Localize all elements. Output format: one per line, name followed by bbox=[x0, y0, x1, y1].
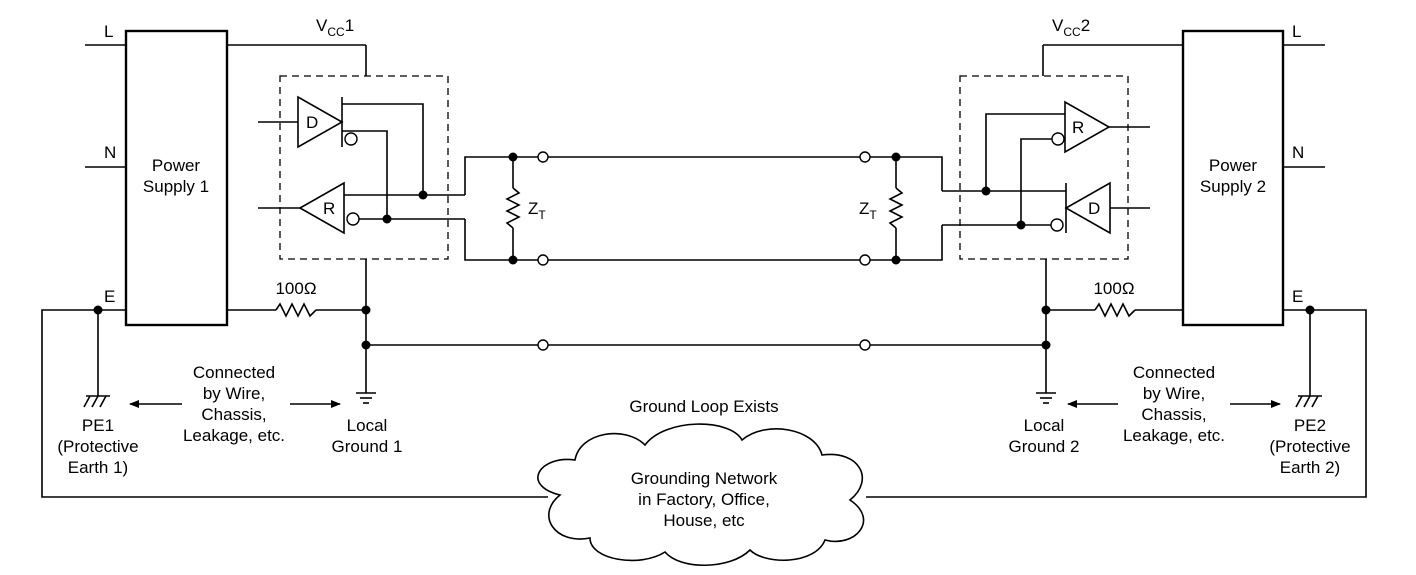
bus-2-stub-A bbox=[896, 156, 943, 191]
connection-1-line4: Leakage, etc. bbox=[183, 426, 285, 445]
junction-2-B bbox=[1016, 220, 1026, 230]
pe2-label-line1: PE2 bbox=[1294, 416, 1326, 435]
pe1-label-line3: Earth 1) bbox=[68, 458, 128, 477]
junction-1-A bbox=[418, 190, 428, 200]
receiver-2-triangle bbox=[1064, 100, 1111, 154]
driver-1-label: D bbox=[306, 113, 318, 132]
pe1-label-line2: (Protective bbox=[57, 437, 138, 456]
junction-1-B bbox=[382, 214, 392, 224]
label-N-left: N bbox=[104, 143, 116, 162]
local-ground-2-label-line1: Local bbox=[1024, 416, 1065, 435]
connector-B-left bbox=[537, 254, 549, 266]
receiver-2-in-A bbox=[985, 113, 1065, 191]
bus-1-stub-A bbox=[464, 156, 513, 195]
connector-ground-left bbox=[537, 339, 549, 351]
local-ground-1-label-line2: Ground 1 bbox=[332, 437, 403, 456]
connection-2-line4: Leakage, etc. bbox=[1123, 426, 1225, 445]
zt2-resistor bbox=[888, 187, 904, 229]
transceiver-2-box bbox=[959, 75, 1129, 260]
chassis-ground-symbol-1 bbox=[83, 395, 110, 408]
connector-B-right bbox=[859, 254, 871, 266]
left-node: Power Supply 1 L N E VCC1 D R bbox=[41, 16, 548, 498]
grounding-network-cloud: Grounding Network in Factory, Office, Ho… bbox=[537, 423, 865, 567]
zt2-node-bottom bbox=[891, 255, 901, 265]
driver-1-out-A bbox=[342, 103, 424, 195]
right-node: Power Supply 2 L N E VCC2 R D bbox=[859, 16, 1367, 498]
earth-loop-right bbox=[866, 309, 1367, 498]
label-L-right: L bbox=[1292, 22, 1301, 41]
power-supply-1-box bbox=[124, 29, 229, 327]
transceiver-1-box bbox=[279, 75, 449, 260]
connection-2-line3: Chassis, bbox=[1141, 405, 1206, 424]
ground-symbol-1 bbox=[356, 392, 376, 404]
driver-2-label: D bbox=[1088, 199, 1100, 218]
receiver-2-in-B bbox=[1020, 138, 1052, 225]
driver-1-out-B bbox=[342, 130, 388, 219]
label-L-left: L bbox=[104, 22, 113, 41]
driver-2-inverting-bubble bbox=[1050, 218, 1064, 232]
connector-A-right bbox=[859, 151, 871, 163]
bus-1-stub-B bbox=[464, 219, 513, 261]
local-ground-1-label-line1: Local bbox=[347, 416, 388, 435]
ground-symbol-2 bbox=[1036, 392, 1056, 404]
receiver-1-triangle bbox=[298, 181, 345, 235]
connection-2-line2: by Wire, bbox=[1143, 384, 1205, 403]
receiver-1-inverting-bubble bbox=[346, 212, 360, 226]
label-E-right: E bbox=[1292, 287, 1303, 306]
receiver-1-label: R bbox=[323, 199, 335, 218]
cable bbox=[366, 151, 1046, 351]
network-label-line1: Grounding Network bbox=[631, 469, 778, 488]
res100-1-label: 100Ω bbox=[275, 279, 316, 298]
earth-loop-left bbox=[41, 309, 548, 498]
connection-1-line2: by Wire, bbox=[203, 384, 265, 403]
ground-loop-label: Ground Loop Exists bbox=[629, 397, 778, 416]
network-label-line3: House, etc bbox=[663, 511, 745, 530]
connection-1-line1: Connected bbox=[193, 363, 275, 382]
pe2-label-line3: Earth 2) bbox=[1280, 458, 1340, 477]
res100-1-zigzag bbox=[275, 302, 317, 318]
driver-1-inverting-bubble bbox=[344, 132, 358, 146]
vcc1-label: VCC1 bbox=[316, 16, 354, 39]
pe2-label-line2: (Protective bbox=[1269, 437, 1350, 456]
pe1-label-line1: PE1 bbox=[82, 416, 114, 435]
driver-1-triangle bbox=[297, 95, 344, 149]
receiver-2-inverting-bubble bbox=[1051, 132, 1065, 146]
chassis-ground-symbol-2 bbox=[1295, 395, 1322, 408]
res100-2-label: 100Ω bbox=[1093, 279, 1134, 298]
power-supply-2-box bbox=[1181, 29, 1285, 327]
local-ground-2-label-line2: Ground 2 bbox=[1009, 437, 1080, 456]
vcc2-label: VCC2 bbox=[1052, 16, 1090, 39]
network-label-line2: in Factory, Office, bbox=[638, 490, 770, 509]
power-supply-1-label-line1: Power bbox=[152, 156, 201, 175]
zt1-label: ZT bbox=[528, 199, 546, 222]
zt2-label: ZT bbox=[859, 199, 877, 222]
connection-1-line3: Chassis, bbox=[201, 405, 266, 424]
power-supply-1-label-line2: Supply 1 bbox=[143, 177, 209, 196]
junction-2-A bbox=[981, 186, 991, 196]
junction-gnd-2-shield bbox=[1041, 340, 1051, 350]
zt2-node-top bbox=[891, 152, 901, 162]
connector-A-left bbox=[537, 151, 549, 163]
zt1-resistor bbox=[505, 187, 521, 229]
label-E-left: E bbox=[104, 287, 115, 306]
label-N-right: N bbox=[1292, 143, 1304, 162]
receiver-2-label: R bbox=[1072, 118, 1084, 137]
res100-2-zigzag bbox=[1094, 302, 1136, 318]
connector-ground-right bbox=[859, 339, 871, 351]
connection-2-line1: Connected bbox=[1133, 363, 1215, 382]
power-supply-2-label-line2: Supply 2 bbox=[1200, 177, 1266, 196]
power-supply-2-label-line1: Power bbox=[1209, 156, 1258, 175]
bus-2-stub-B bbox=[896, 225, 943, 261]
